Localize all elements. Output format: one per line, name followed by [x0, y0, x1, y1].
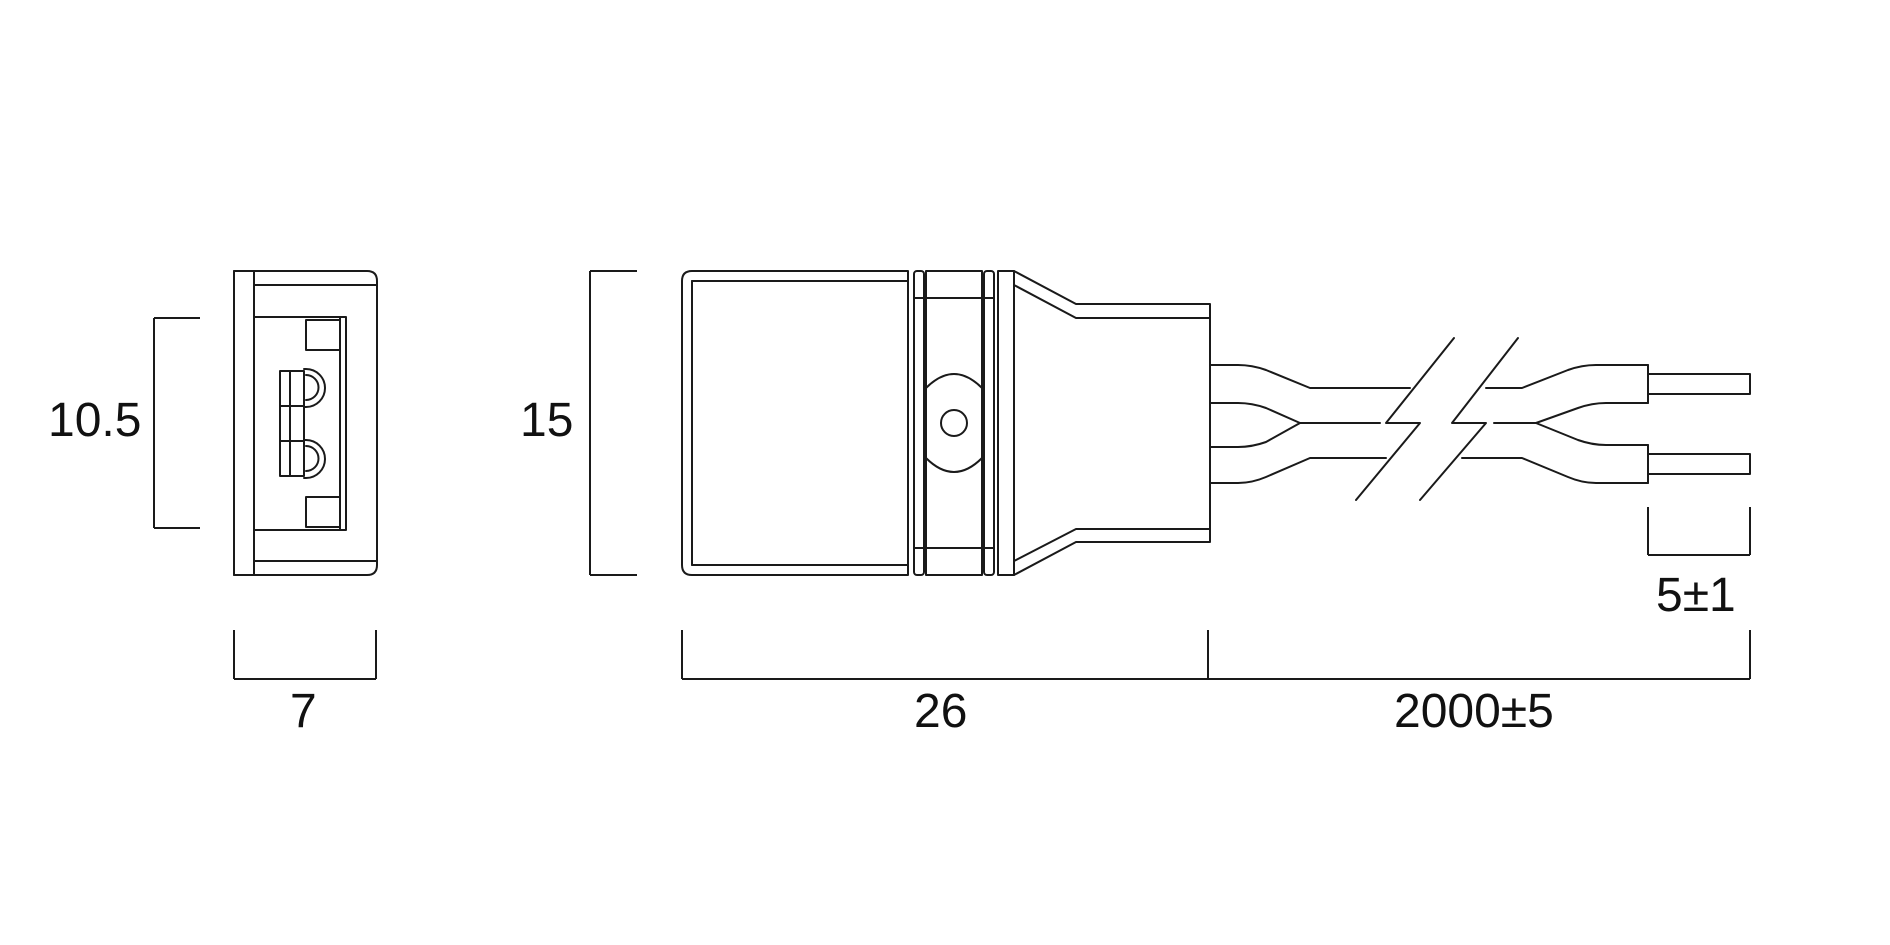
side-outer-outline: [233, 270, 378, 576]
side-slot-frame: [253, 316, 347, 531]
stripped-conductor-bottom: [1647, 453, 1751, 475]
latch-bottom-notch: [925, 457, 983, 473]
side-left-flange: [233, 270, 255, 576]
wire-bottom-outer: [1209, 457, 1387, 484]
body-length-dimension: [681, 630, 1209, 680]
side-top-latch: [305, 319, 341, 351]
side-width-label: 7: [290, 685, 317, 738]
latch-hole: [940, 409, 968, 437]
rib-right: [983, 270, 995, 576]
latch-top-notch: [925, 373, 983, 389]
side-height-dimension: [153, 317, 200, 529]
side-contact-dome-top-inner: [305, 374, 320, 401]
break-mark-left: [1355, 337, 1455, 501]
body-height-dimension: [589, 270, 637, 576]
wire-bottom-inner: [1209, 422, 1301, 448]
strip-length-label: 5±1: [1656, 569, 1736, 622]
wire-top-inner: [1209, 402, 1381, 424]
strain-relief-taper-inner: [1013, 284, 1211, 319]
side-contact-dome-bottom: [303, 439, 326, 479]
main-housing-outline: [681, 270, 909, 576]
strain-relief-taper-inner-bottom: [1013, 528, 1211, 562]
side-contact-block: [279, 370, 305, 477]
side-bottom-latch: [305, 496, 341, 528]
strip-length-dimension: [1647, 507, 1751, 556]
rib-left: [913, 270, 925, 576]
body-length-label: 26: [914, 685, 968, 738]
wire-bottom-inner-cont: [1535, 422, 1649, 446]
strain-relief-taper: [1013, 270, 1211, 576]
stripped-conductor-top: [1647, 373, 1751, 395]
wire-top-outer-cont: [1485, 364, 1649, 389]
main-view: [681, 270, 1751, 576]
rear-collar: [997, 270, 1015, 576]
cable-bundle: [1209, 337, 1751, 501]
cable-length-label: 2000±5: [1394, 685, 1554, 738]
side-view: [233, 270, 378, 576]
body-height-label: 15: [520, 394, 574, 447]
break-mark-right: [1419, 337, 1519, 501]
wire-top-inner-cont: [1493, 402, 1649, 424]
wire-bottom-outer-cont: [1461, 457, 1649, 484]
side-height-label: 10.5: [48, 394, 142, 447]
cable-length-dimension: [1208, 630, 1751, 680]
side-contact-dome-bottom-inner: [305, 445, 320, 472]
side-contact-dome-top: [303, 368, 326, 408]
latch-block: [925, 270, 983, 576]
side-width-dimension: [233, 630, 377, 680]
wire-top-outer: [1209, 364, 1411, 389]
